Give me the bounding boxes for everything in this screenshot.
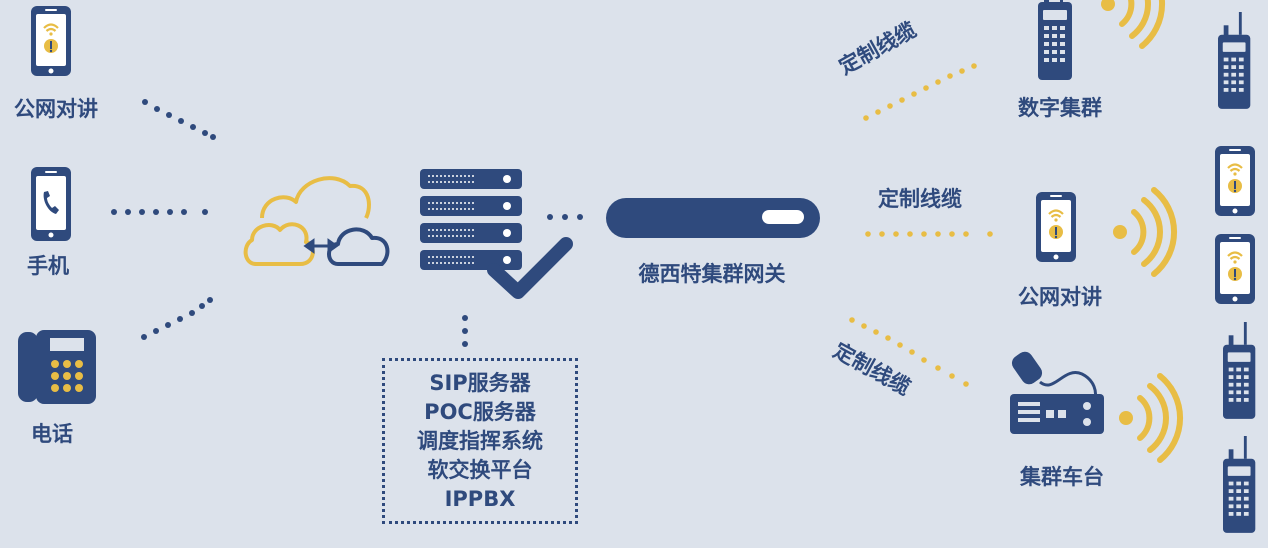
phone-handset-icon xyxy=(31,167,71,241)
smartphone-intercom-icon xyxy=(1213,232,1257,306)
left-links xyxy=(111,99,216,340)
service-item: SIP服务器 xyxy=(429,370,531,395)
right-public-intercom-label: 公网对讲 xyxy=(1018,285,1102,309)
services-box: SIP服务器 POC服务器 调度指挥系统 软交换平台 IPPBX xyxy=(382,358,578,524)
smartphone-intercom-icon xyxy=(1034,190,1078,264)
server-services-link xyxy=(462,315,468,347)
service-item: 软交换平台 xyxy=(427,457,533,482)
mobile-label: 手机 xyxy=(27,254,69,278)
radio-waves-icon xyxy=(1113,190,1174,274)
radio-waves-icon xyxy=(1101,0,1162,46)
walkie-talkie-icon xyxy=(1218,12,1251,109)
service-item: IPPBX xyxy=(444,486,516,511)
smartphone-intercom-icon xyxy=(1213,144,1257,218)
walkie-talkie-icon xyxy=(1223,322,1256,419)
digital-trunk-label: 数字集群 xyxy=(1018,96,1102,120)
walkie-talkie-icon xyxy=(1038,0,1072,80)
server-gateway-link xyxy=(547,214,583,220)
cloud-sync-icon xyxy=(243,176,371,266)
vehicle-radio-icon xyxy=(1010,351,1104,434)
server-stack-icon xyxy=(420,169,522,270)
desk-telephone-icon xyxy=(18,330,96,404)
sync-arrow xyxy=(303,238,339,254)
cable-label-middle: 定制线缆 xyxy=(878,187,962,211)
cloud-blue xyxy=(327,227,390,266)
walkie-talkie-icon xyxy=(1223,436,1256,533)
left-public-intercom-label: 公网对讲 xyxy=(14,97,98,121)
service-item: POC服务器 xyxy=(424,399,536,424)
trunk-vehicle-label: 集群车台 xyxy=(1020,465,1104,489)
checkmark-icon xyxy=(487,237,573,299)
gateway-device-icon xyxy=(606,198,820,238)
radio-waves-icon xyxy=(1119,376,1180,460)
telephone-label: 电话 xyxy=(31,422,73,446)
right-links xyxy=(849,63,993,387)
service-item: 调度指挥系统 xyxy=(417,428,543,453)
smartphone-intercom-icon xyxy=(29,4,73,78)
gateway-label: 德西特集群网关 xyxy=(638,262,786,286)
